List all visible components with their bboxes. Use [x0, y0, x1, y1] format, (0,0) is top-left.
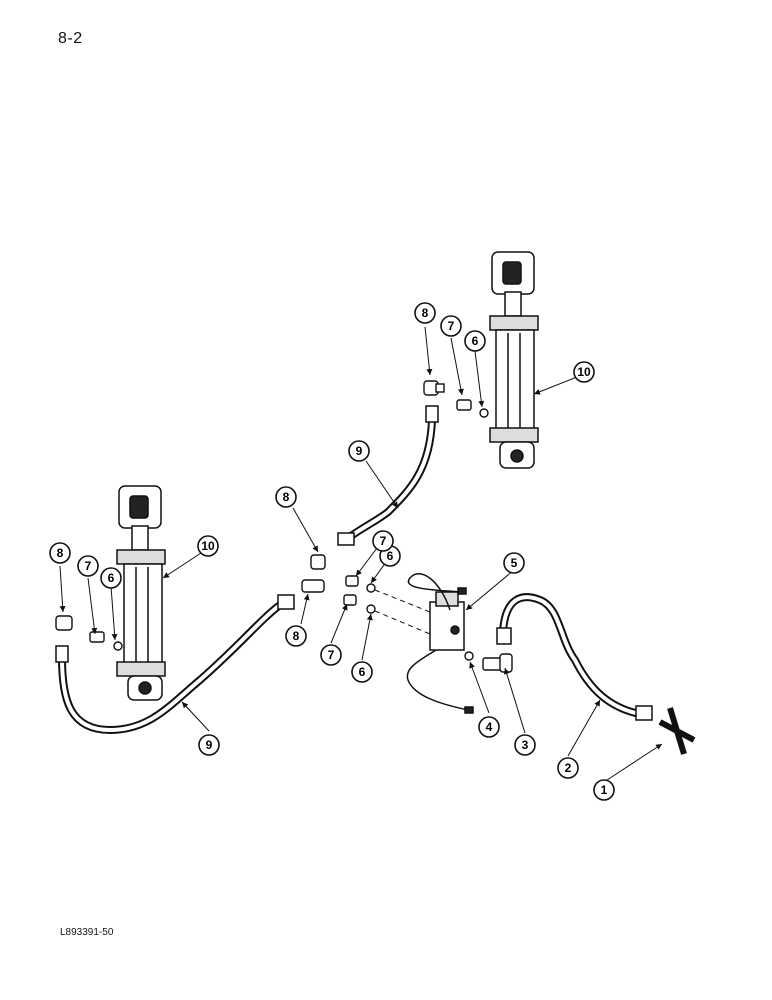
callout-number: 8 — [57, 546, 64, 560]
callout-1: 1 — [593, 779, 615, 801]
callout-number: 7 — [448, 319, 455, 333]
callout-8: 8 — [275, 486, 297, 508]
callout-number: 7 — [380, 534, 387, 548]
callout-9: 9 — [198, 734, 220, 756]
callout-number: 8 — [422, 306, 429, 320]
figure-code: L893391-50 — [60, 927, 114, 938]
callout-7: 7 — [320, 644, 342, 666]
callout-2: 2 — [557, 757, 579, 779]
callout-4: 4 — [478, 716, 500, 738]
leader-lines — [59, 326, 663, 783]
callout-number: 3 — [522, 738, 529, 752]
callout-7: 7 — [77, 555, 99, 577]
hydraulic-cylinder-left — [116, 485, 166, 701]
callout-9: 9 — [348, 440, 370, 462]
callout-number: 9 — [206, 738, 213, 752]
callout-3: 3 — [514, 734, 536, 756]
callout-number: 7 — [85, 559, 92, 573]
callout-6: 6 — [351, 661, 373, 683]
callout-number: 6 — [359, 665, 366, 679]
callout-number: 5 — [511, 556, 518, 570]
callout-8: 8 — [49, 542, 71, 564]
callout-7: 7 — [372, 530, 394, 552]
callout-number: 4 — [486, 720, 493, 734]
callout-10: 10 — [197, 535, 219, 557]
callout-7: 7 — [440, 315, 462, 337]
callout-number: 10 — [201, 539, 215, 553]
callout-number: 8 — [283, 490, 290, 504]
callout-6: 6 — [464, 330, 486, 352]
callout-number: 1 — [601, 783, 608, 797]
callout-number: 9 — [356, 444, 363, 458]
alignment-lines — [374, 589, 431, 635]
hydraulic-hose-2 — [496, 593, 653, 721]
callout-8: 8 — [414, 302, 436, 324]
callout-5: 5 — [503, 552, 525, 574]
page-number: 8-2 — [58, 30, 83, 47]
solenoid-valve — [406, 572, 474, 714]
callout-8: 8 — [285, 625, 307, 647]
fittings — [55, 380, 696, 755]
hydraulic-hose-upper — [337, 405, 439, 546]
callout-6: 6 — [100, 567, 122, 589]
callout-number: 6 — [472, 334, 479, 348]
callout-number: 6 — [387, 549, 394, 563]
callout-number: 10 — [577, 365, 591, 379]
callout-number: 8 — [293, 629, 300, 643]
callout-number: 6 — [108, 571, 115, 585]
callout-10: 10 — [573, 361, 595, 383]
callout-number: 2 — [565, 761, 572, 775]
hydraulic-hose-lower — [55, 594, 295, 735]
hydraulic-cylinder-right — [489, 251, 539, 469]
callout-number: 7 — [328, 648, 335, 662]
